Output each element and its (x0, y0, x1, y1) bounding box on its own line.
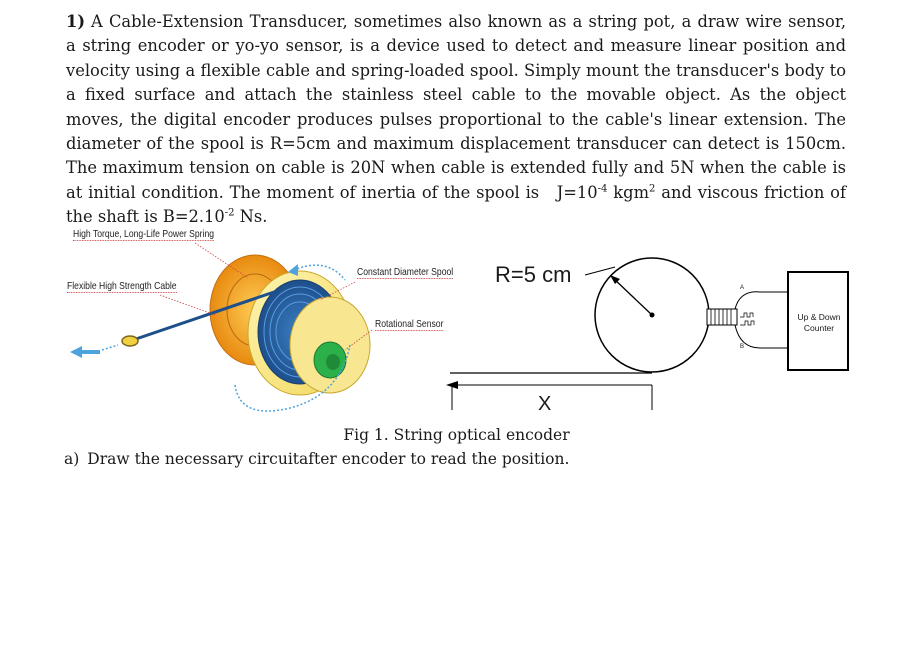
channel-b-label: B (740, 344, 745, 350)
displacement-label: X (538, 393, 552, 415)
inertia-exponent: -4 (597, 183, 608, 195)
friction-unit: Ns. (234, 207, 268, 227)
pulse-a-icon (740, 312, 754, 318)
rotational-sensor-icon (313, 341, 347, 379)
unit-exponent: 2 (649, 183, 656, 195)
inertia-unit: kgm (607, 182, 650, 202)
radius-label: R=5 cm (495, 262, 572, 287)
spool-housing-icon (247, 270, 353, 396)
radius-leader (584, 266, 616, 276)
channel-a-label: A (740, 285, 745, 291)
rotation-arrow-top-icon (289, 264, 346, 281)
inertia-value: J=10 (556, 182, 598, 202)
question-letter: a) (64, 450, 80, 468)
counter-label: Up & Down Counter (797, 312, 841, 333)
figure-caption: Fig 1. String optical encoder (343, 426, 570, 444)
pulse-b-icon (740, 320, 755, 326)
problem-number: 1) (66, 12, 86, 31)
spring-label: High Torque, Long-Life Power Spring (73, 228, 215, 241)
spool-label: Constant Diameter Spool (357, 266, 454, 279)
question-a: a) Draw the necessary circuitafter encode… (64, 450, 569, 468)
radius-line (611, 276, 653, 316)
encoder-icon (706, 308, 738, 326)
problem-statement: 1)A Cable-Extension Transducer, sometime… (66, 10, 846, 230)
friction-exponent: -2 (224, 207, 235, 219)
question-text: Draw the necessary circuitafter encoder … (87, 450, 570, 468)
cable-label: Flexible High Strength Cable (67, 280, 177, 293)
transducer-illustration (70, 242, 373, 412)
friction-text: and viscous friction of the shaft is B=2… (66, 182, 847, 227)
cable-icon (132, 288, 281, 342)
rotation-arrow-bottom-icon (234, 344, 351, 412)
wire-a (734, 291, 788, 310)
sensor-label: Rotational Sensor (375, 318, 444, 331)
spool-icon (257, 279, 343, 385)
cable-ring-icon (121, 335, 139, 347)
pull-arrow-icon (70, 346, 100, 358)
power-spring-icon (209, 254, 301, 366)
problem-text: A Cable-Extension Transducer, sometimes … (66, 12, 846, 202)
spool-circle (594, 257, 710, 373)
